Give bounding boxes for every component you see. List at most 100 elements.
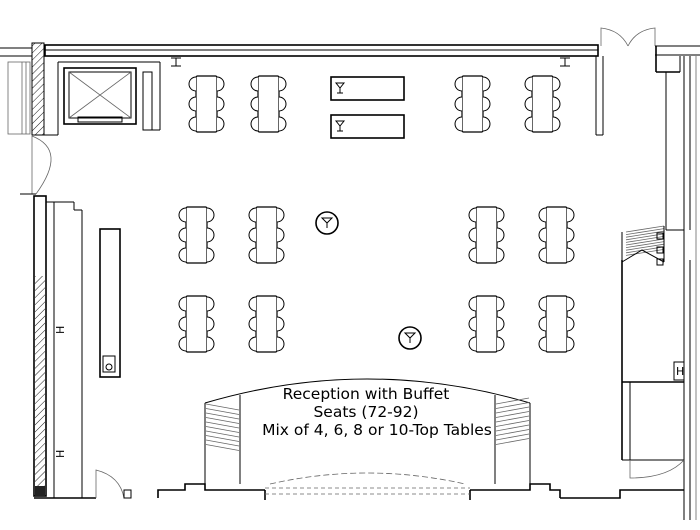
cocktail-table (315, 211, 339, 235)
room-label-line-3: Mix of 4, 6, 8 or 10-Top Tables (262, 421, 492, 439)
chair (216, 96, 225, 112)
dining-table (538, 295, 575, 353)
door-bottom-left (95, 469, 132, 499)
bar-counter-1 (330, 76, 405, 101)
stage-area (204, 378, 531, 485)
chair (248, 336, 257, 352)
stairs-stage-right (495, 397, 530, 445)
chair (538, 227, 547, 243)
chair (178, 316, 187, 332)
bottom-wall (157, 483, 684, 500)
door-top-right (597, 27, 700, 56)
chair (566, 336, 575, 352)
bar-counter-2 (330, 114, 405, 139)
room-label-line-1: Reception with Buffet (283, 385, 450, 403)
chair (278, 96, 287, 112)
storage-room-right (621, 260, 685, 461)
chair (216, 76, 225, 92)
chair (468, 207, 477, 223)
chair (552, 116, 561, 132)
chair (524, 116, 533, 132)
chair (250, 116, 259, 132)
chair (276, 227, 285, 243)
room-label-line-2: Seats (72-92) (313, 403, 418, 421)
chair (276, 296, 285, 312)
buffet-counter-left (99, 228, 121, 378)
chair (178, 247, 187, 263)
chair (276, 247, 285, 263)
h-marker: H (54, 326, 67, 334)
chair (206, 207, 215, 223)
chair (248, 247, 257, 263)
chair (496, 296, 505, 312)
chair (496, 207, 505, 223)
chair (496, 316, 505, 332)
chair (538, 207, 547, 223)
chair (482, 76, 491, 92)
chair (538, 336, 547, 352)
chair (248, 316, 257, 332)
chair (250, 96, 259, 112)
stairs-right (621, 225, 665, 266)
chair (566, 207, 575, 223)
chair (468, 316, 477, 332)
dining-table (524, 75, 561, 133)
chair (482, 96, 491, 112)
chair (206, 316, 215, 332)
door-left-upper (20, 135, 52, 195)
room-label: Reception with Buffet Seats (72-92) Mix … (262, 385, 492, 439)
elevator (63, 62, 161, 131)
chair (524, 76, 533, 92)
chair (566, 296, 575, 312)
chair (496, 247, 505, 263)
chair (566, 227, 575, 243)
dining-table (468, 295, 505, 353)
chair (468, 296, 477, 312)
chair (248, 227, 257, 243)
chair (206, 336, 215, 352)
chair (178, 336, 187, 352)
chair (188, 116, 197, 132)
h-marker: H (54, 450, 67, 458)
chair (278, 76, 287, 92)
chair (276, 336, 285, 352)
chair (248, 296, 257, 312)
dining-table (250, 75, 287, 133)
chair (248, 207, 257, 223)
chair (278, 116, 287, 132)
chair (482, 116, 491, 132)
door-bottom-right (629, 459, 685, 479)
dining-table (248, 206, 285, 264)
chair (524, 96, 533, 112)
dining-table (178, 206, 215, 264)
chair (188, 96, 197, 112)
dining-table (188, 75, 225, 133)
chair (552, 96, 561, 112)
chair (178, 207, 187, 223)
chair (250, 76, 259, 92)
dining-table (468, 206, 505, 264)
right-wall (595, 46, 697, 520)
chair (206, 247, 215, 263)
chair (468, 227, 477, 243)
dining-tables (178, 75, 575, 353)
chair (216, 116, 225, 132)
chair (178, 296, 187, 312)
chair (206, 296, 215, 312)
chair (276, 316, 285, 332)
chair (566, 247, 575, 263)
dining-table (248, 295, 285, 353)
chair (276, 207, 285, 223)
dining-table (538, 206, 575, 264)
chair (454, 76, 463, 92)
chair (496, 336, 505, 352)
chair (454, 116, 463, 132)
chair (188, 76, 197, 92)
left-wall (33, 195, 96, 499)
chair (496, 227, 505, 243)
chair (206, 227, 215, 243)
stairs-stage-left (205, 403, 240, 451)
column-markers (171, 57, 570, 67)
h-marker: H (676, 365, 684, 378)
